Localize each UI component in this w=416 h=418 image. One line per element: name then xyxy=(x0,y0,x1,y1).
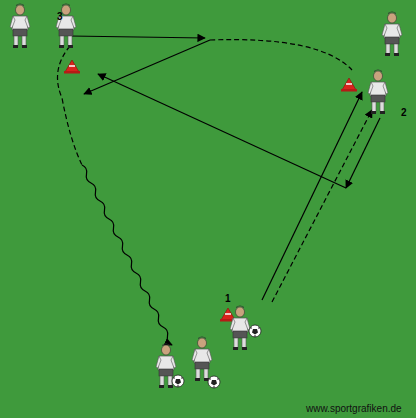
ball xyxy=(172,375,184,387)
player xyxy=(192,337,212,382)
watermark: www.sportgrafiken.de xyxy=(306,404,402,414)
player xyxy=(10,4,30,49)
player xyxy=(230,306,250,351)
callout-number: 1 xyxy=(225,294,231,304)
player xyxy=(382,12,402,57)
ball xyxy=(208,376,220,388)
cone xyxy=(64,60,80,74)
player xyxy=(56,4,76,49)
callout-number: 2 xyxy=(401,108,407,118)
ball xyxy=(249,325,261,337)
player xyxy=(368,70,388,115)
callout-number: 3 xyxy=(57,12,63,22)
cone xyxy=(341,78,357,92)
movement-lines xyxy=(58,36,381,345)
